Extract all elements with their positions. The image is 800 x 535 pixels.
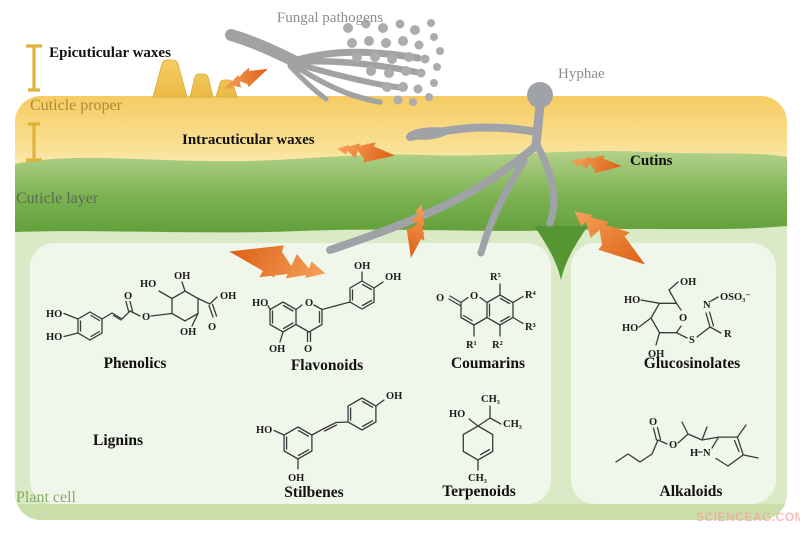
chem-label: O xyxy=(436,293,444,304)
chem-label: O xyxy=(142,312,150,323)
depth-bracket-icon xyxy=(26,122,42,162)
chem-label: OH xyxy=(180,327,196,338)
terpenoids-name: Terpenoids xyxy=(442,483,516,500)
chem-label: R¹ xyxy=(466,340,477,351)
chem-label: HO xyxy=(256,425,272,436)
chem-label: R xyxy=(724,329,732,340)
stilbenes-name: Stilbenes xyxy=(284,484,344,501)
chem-label: HO xyxy=(622,323,638,334)
chem-label: HO xyxy=(46,332,62,343)
phenolics-name: Phenolics xyxy=(103,355,167,372)
flavonoids-name: Flavonoids xyxy=(290,357,364,374)
chem-label: OH xyxy=(174,271,190,282)
terpenoids-structure: HO CH₃ CH₃ CH₃ xyxy=(449,394,522,484)
epicuticular-wax-crystals-icon xyxy=(152,59,238,98)
chem-label: R³ xyxy=(525,322,536,333)
glucosinolates-structure: OH HO HO OH OS N OSO₃⁻ R xyxy=(622,277,751,360)
chem-label: OH xyxy=(269,344,285,355)
chem-label: OSO₃⁻ xyxy=(720,292,751,303)
chem-label: O xyxy=(679,313,687,324)
chem-label: H xyxy=(690,448,698,459)
chem-label: HO xyxy=(252,298,268,309)
chem-label: HO xyxy=(46,309,62,320)
chem-label: O xyxy=(669,440,677,451)
intracuticular-waxes-label: Intracuticular waxes xyxy=(182,132,315,148)
chem-label: O xyxy=(208,322,216,333)
chem-label: N xyxy=(703,448,711,459)
coumarins-name: Coumarins xyxy=(450,355,526,372)
chem-label: HO xyxy=(624,295,640,306)
plant-cell-label: Plant cell xyxy=(16,489,76,506)
chem-label: OH xyxy=(354,261,370,272)
chem-label: O xyxy=(124,291,132,302)
chem-label: N xyxy=(703,300,711,311)
chem-label: R⁴ xyxy=(525,290,537,301)
conidia-spores-icon xyxy=(343,19,444,106)
chem-label: OH xyxy=(648,349,664,360)
hyphae-icon xyxy=(326,82,558,257)
chem-label: CH₃ xyxy=(503,419,522,430)
alkaloids-name: Alkaloids xyxy=(659,483,723,500)
chem-label: HO xyxy=(140,279,156,290)
chem-label: R⁵ xyxy=(490,272,501,283)
chem-label: OH xyxy=(385,272,401,283)
watermark: SCIENCEAG.COM xyxy=(696,510,800,524)
stilbenes-structure: HO OH OH xyxy=(256,391,402,484)
chem-label: HO xyxy=(449,409,465,420)
chem-label: CH₃ xyxy=(481,394,500,405)
chem-label: O xyxy=(305,298,313,309)
epicuticular-waxes-label: Epicuticular waxes xyxy=(49,45,171,61)
chem-label: OH xyxy=(386,391,402,402)
coumarins-structure: O O R¹ R² R³ R⁴ R⁵ xyxy=(436,272,537,351)
chem-label: CH₃ xyxy=(468,473,487,484)
chem-label: O xyxy=(470,291,478,302)
chem-label: OH xyxy=(288,473,304,484)
cutins-label: Cutins xyxy=(630,153,673,169)
cuticle-layer-label: Cuticle layer xyxy=(16,190,99,207)
depth-bracket-icon xyxy=(26,44,42,92)
chem-label: OH xyxy=(220,291,236,302)
chem-label: O xyxy=(304,344,312,355)
chem-label: O xyxy=(649,417,657,428)
chem-label: R² xyxy=(492,340,503,351)
chem-label: S xyxy=(689,335,695,346)
fungal-pathogens-label: Fungal pathogens xyxy=(276,10,384,26)
cuticle-proper-label: Cuticle proper xyxy=(30,97,122,114)
flavonoids-structure: HO O OH O OH OH xyxy=(252,261,401,355)
cuticle-layers-background xyxy=(15,96,787,520)
hyphae-label: Hyphae xyxy=(558,66,605,82)
lignins-name: Lignins xyxy=(93,432,143,449)
glucosinolates-name: Glucosinolates xyxy=(643,355,741,372)
chem-label: OH xyxy=(680,277,696,288)
